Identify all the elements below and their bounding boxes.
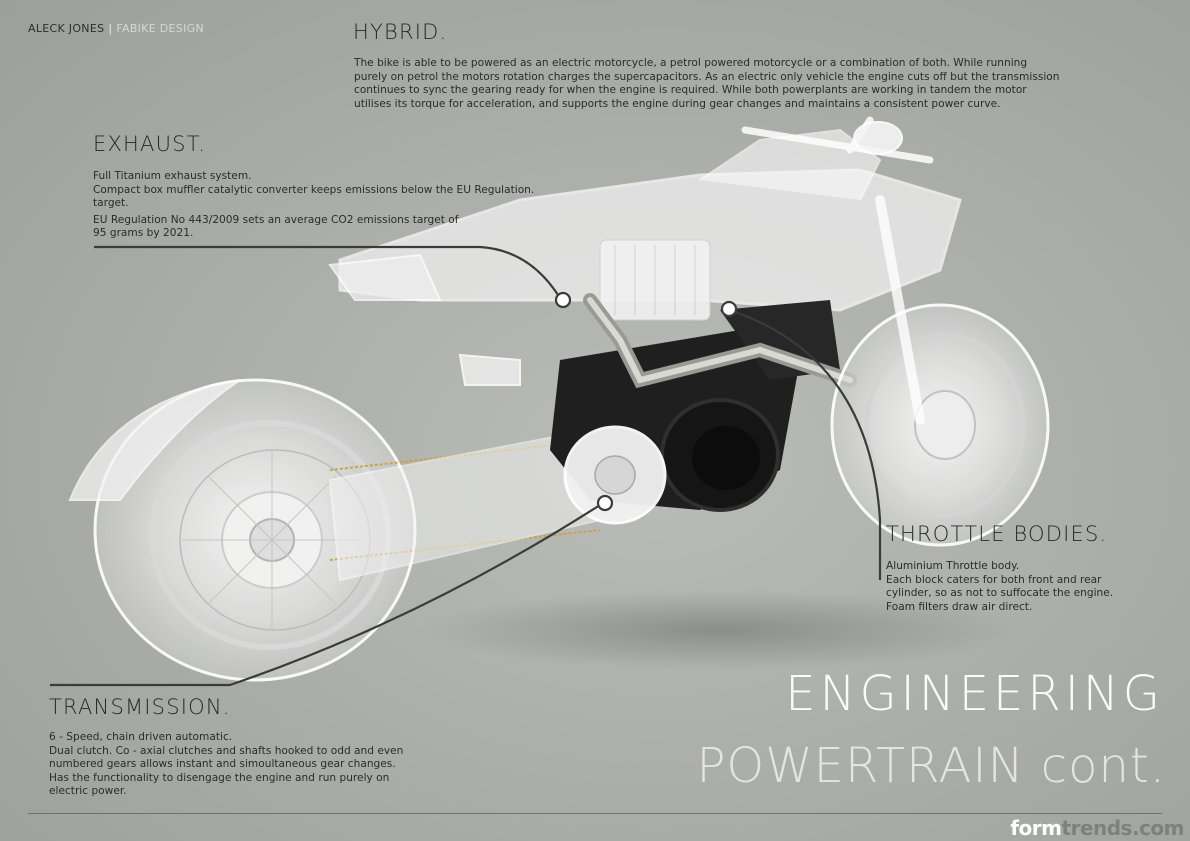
throttle-heading: THROTTLE BODIES. [886, 522, 1108, 546]
hybrid-line: The bike is able to be powered as an ele… [354, 57, 1028, 69]
leader-points [554, 291, 738, 512]
throttle-text: Aluminium Throttle body. Each block cate… [886, 560, 1176, 614]
author-subtitle: FABIKE DESIGN [116, 22, 204, 35]
transmission-line: numbered gears allows instant and simoul… [49, 758, 396, 770]
exhaust-text: Full Titanium exhaust system. Compact bo… [93, 170, 613, 241]
transmission-line: electric power. [49, 785, 127, 797]
exhaust-line: target. [93, 197, 129, 209]
exhaust-line: Full Titanium exhaust system. [93, 170, 252, 182]
watermark-part2: trends.com [1061, 816, 1185, 840]
hybrid-line: purely on petrol the motors rotation cha… [354, 70, 1060, 83]
exhaust-heading: EXHAUST. [93, 132, 207, 156]
throttle-line: Aluminium Throttle body. [886, 560, 1020, 572]
watermark-logo: formtrends.com [1010, 816, 1184, 840]
leader-lines [50, 245, 882, 687]
hybrid-text: The bike is able to be powered as an ele… [354, 57, 1174, 111]
transmission-heading: TRANSMISSION. [49, 695, 231, 719]
transmission-line: Dual clutch. Co - axial clutches and sha… [49, 744, 404, 757]
exhaust-line: Compact box muffler catalytic converter … [93, 183, 535, 196]
exhaust-line: EU Regulation No 443/2009 sets an averag… [93, 213, 459, 226]
throttle-line: Each block caters for both front and rea… [886, 573, 1102, 586]
page-subtitle: POWERTRAIN cont. [696, 738, 1166, 794]
hybrid-line: utilises its torque for acceleration, an… [354, 97, 1001, 110]
hybrid-heading: HYBRID. [353, 20, 448, 44]
transmission-line: Has the functionality to disengage the e… [49, 771, 390, 784]
bottom-divider [28, 813, 1162, 814]
watermark-part1: form [1010, 816, 1062, 840]
author-separator: | [108, 22, 113, 35]
hybrid-line: continues to sync the gearing ready for … [354, 84, 1027, 96]
exhaust-line: 95 grams by 2021. [93, 227, 194, 239]
author-credit: ALECK JONES|FABIKE DESIGN [28, 22, 204, 35]
front-wheel [830, 303, 1050, 547]
throttle-line: Foam filters draw air direct. [886, 600, 1033, 613]
throttle-line: cylinder, so as not to suffocate the eng… [886, 587, 1114, 599]
page-title: ENGINEERING [785, 666, 1164, 722]
transmission-line: 6 - Speed, chain driven automatic. [49, 731, 233, 743]
transmission-text: 6 - Speed, chain driven automatic. Dual … [49, 731, 499, 799]
author-name: ALECK JONES [28, 22, 105, 35]
